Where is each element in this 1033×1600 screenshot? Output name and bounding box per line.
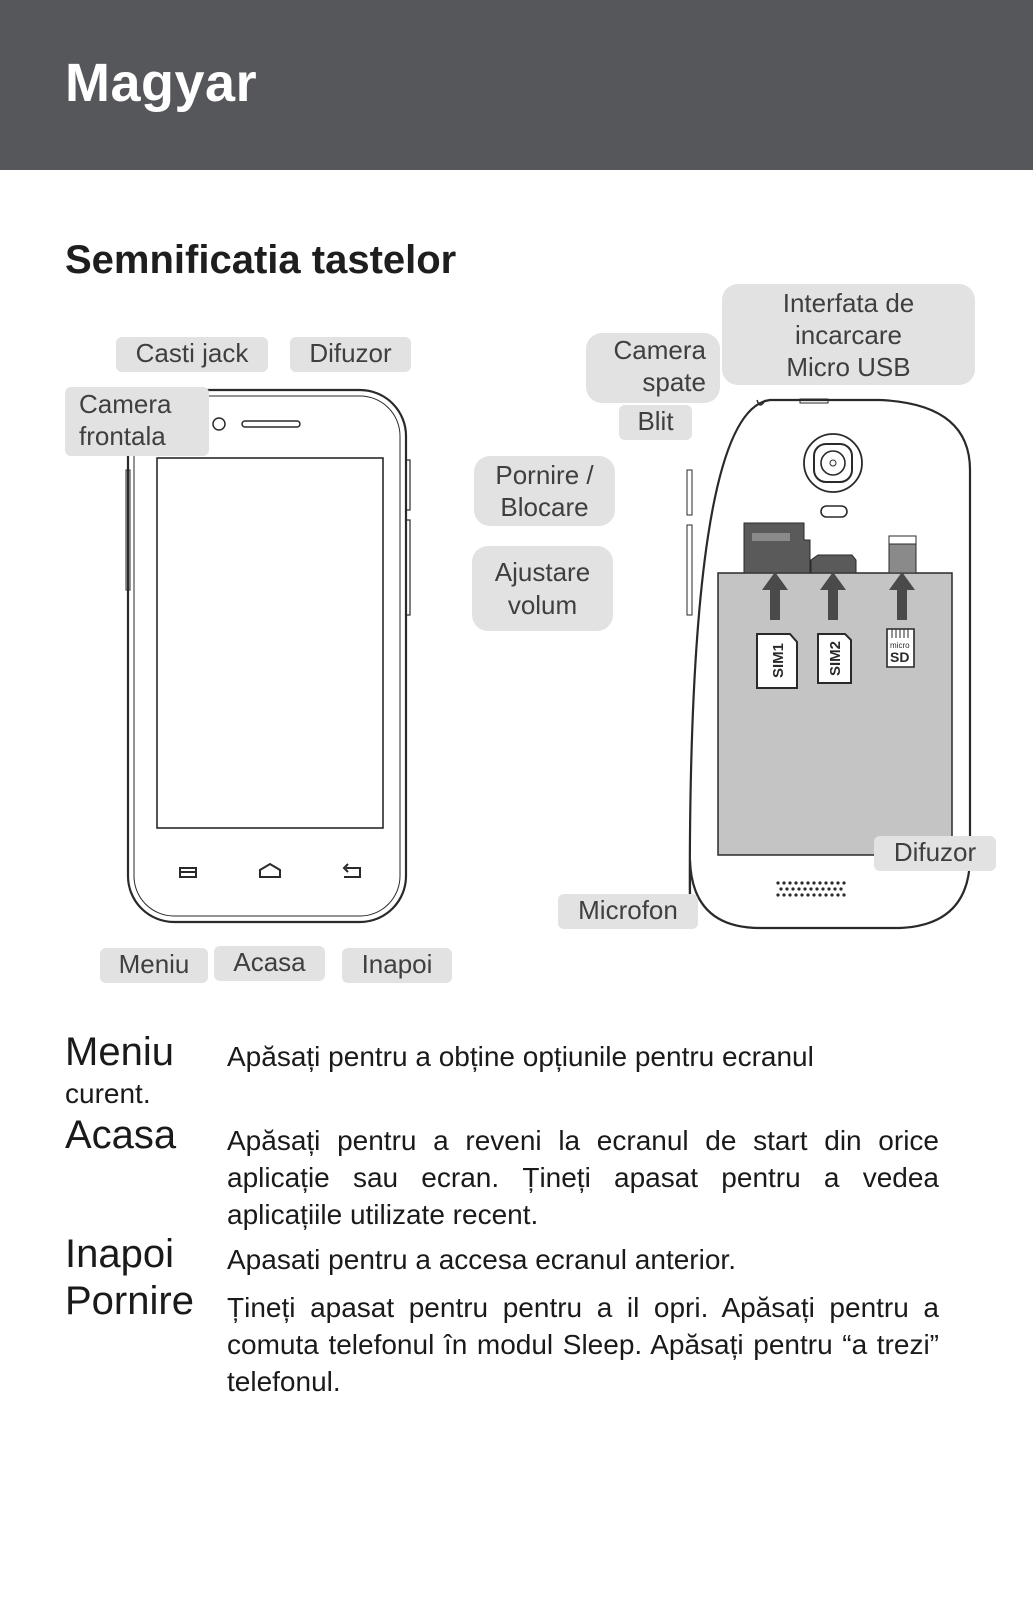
section-title: Semnificatia tastelor (65, 238, 457, 282)
sd-slot-label: SD (890, 649, 909, 665)
front-phone-illustration (125, 388, 411, 924)
def-menu-continued: curent. (65, 1078, 151, 1109)
back-key-icon (342, 863, 361, 878)
term-power: Pornire (65, 1279, 194, 1323)
def-back: Apasati pentru a accesa ecranul anterior… (227, 1244, 736, 1275)
callout-power-lock: Pornire / Blocare (474, 456, 615, 526)
term-menu: Meniu (65, 1030, 174, 1074)
rear-speaker-grille (776, 881, 846, 897)
flash-led (820, 505, 848, 518)
sim2-slot-label: SIM2 (827, 641, 844, 676)
phone-diagram: SIM1 SIM2 micro SD (125, 388, 972, 930)
language-title: Magyar (65, 53, 258, 113)
sim1-card (756, 633, 798, 689)
callout-front-camera: Camera frontala (65, 387, 209, 456)
callout-menu-key: Meniu (100, 948, 208, 983)
callout-back-key: Inapoi (342, 948, 452, 983)
callout-rear-camera: Camera spate (586, 333, 720, 403)
insert-arrows (762, 572, 915, 620)
callout-volume: Ajustare volum (472, 546, 613, 631)
def-menu: Apăsați pentru a obține opțiunile pentru… (227, 1041, 814, 1072)
sim2-card (817, 633, 852, 684)
micro-slot-label: micro (890, 641, 910, 650)
back-phone-illustration (686, 398, 972, 930)
callout-rear-speaker: Difuzor (874, 836, 996, 871)
earpiece-grille (241, 420, 301, 428)
sim1-slot-label: SIM1 (770, 643, 787, 678)
callout-headphone-jack: Casti jack (116, 337, 268, 372)
callout-microphone: Microfon (558, 894, 698, 929)
front-camera-lens (212, 417, 226, 431)
callout-flash: Blit (619, 405, 692, 440)
home-key-icon (259, 862, 281, 878)
rear-camera-lens (803, 433, 863, 493)
menu-key-icon (179, 867, 197, 878)
callout-usb-port: Interfata de incarcare Micro USB (722, 284, 975, 385)
def-home: Apăsați pentru a reveni la ecranul de st… (227, 1125, 939, 1230)
term-back: Inapoi (65, 1232, 174, 1276)
callout-front-speaker: Difuzor (290, 337, 411, 372)
term-home: Acasa (65, 1113, 177, 1157)
microsd-card (886, 628, 915, 668)
def-power: Țineți apasat pentru pentru a il opri. A… (227, 1292, 939, 1397)
page-header: Magyar (0, 0, 1033, 170)
callout-home-key: Acasa (214, 946, 325, 981)
